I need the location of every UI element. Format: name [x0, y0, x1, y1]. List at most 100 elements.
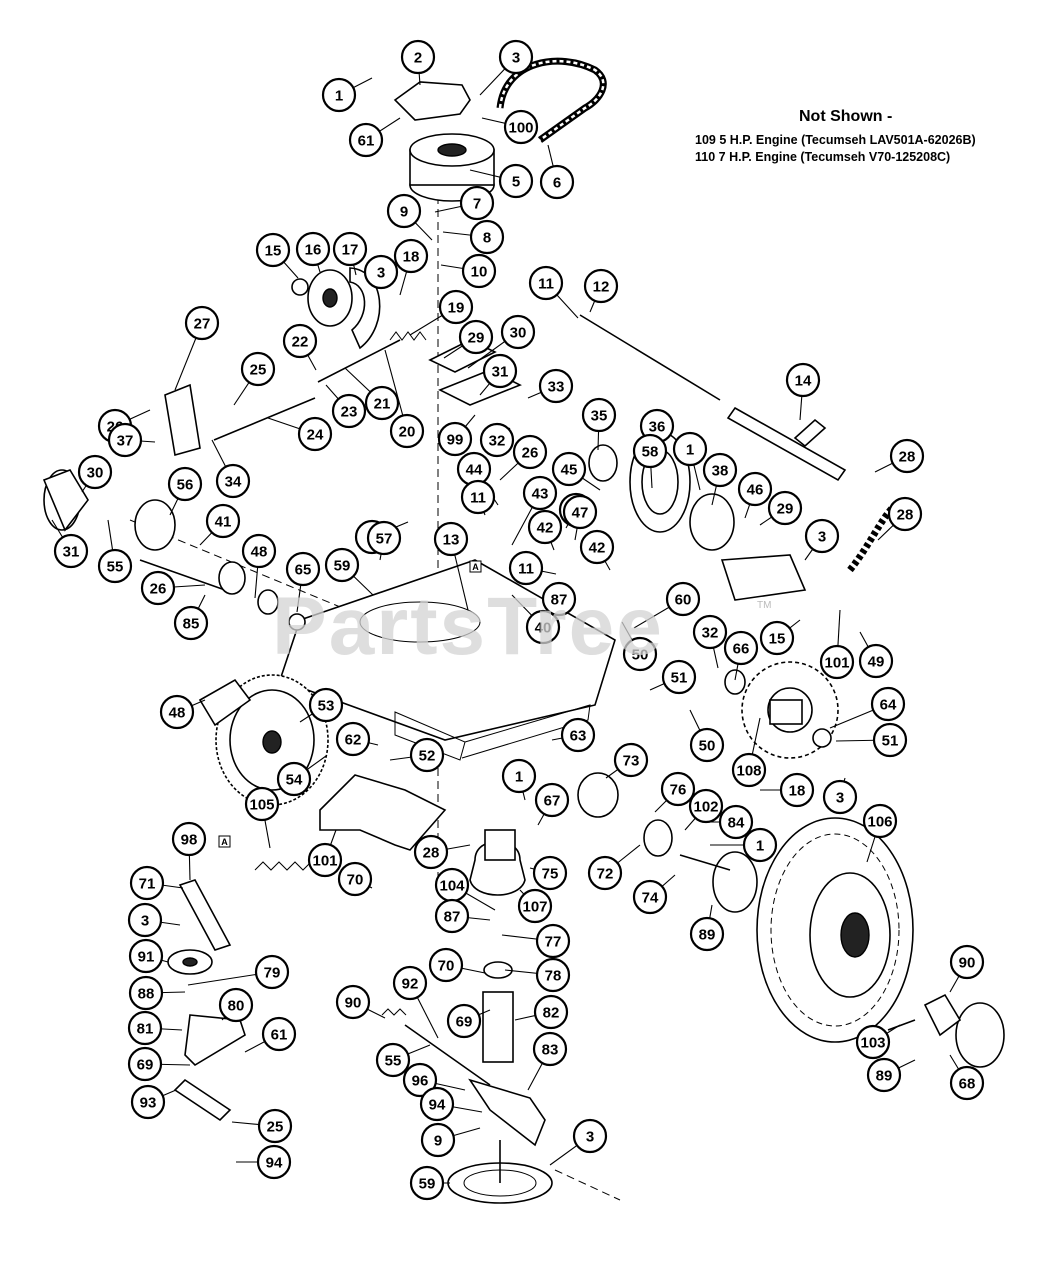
- callout-part-35: 35: [581, 397, 617, 451]
- callout-number: 68: [959, 1076, 976, 1093]
- callout-bubble: [517, 888, 553, 924]
- callout-part-98: 98: [171, 821, 207, 881]
- callout-part-25: 25: [233, 351, 276, 406]
- callout-bubble: [53, 533, 89, 569]
- callout-part-70: 70: [337, 861, 373, 897]
- callout-bubble: [127, 1010, 163, 1046]
- callout-number: 64: [880, 697, 897, 714]
- callout-number: 11: [538, 276, 554, 293]
- callout-number: 44: [466, 462, 483, 479]
- callout-part-48: 48: [159, 694, 206, 730]
- callout-number: 28: [899, 449, 916, 466]
- callout-bubble: [348, 122, 384, 158]
- callout-part-83: 83: [527, 1031, 568, 1091]
- callout-bubble: [460, 479, 496, 515]
- callout-bubble: [386, 193, 422, 229]
- callout-part-32: 32: [692, 614, 728, 669]
- callout-bubble: [184, 305, 220, 341]
- callout-part-68: 68: [949, 1054, 985, 1101]
- callout-number: 89: [876, 1068, 893, 1085]
- clutch-drum-part: [307, 267, 381, 350]
- callout-part-108: 108: [731, 717, 767, 788]
- callout-part-94: 94: [419, 1086, 483, 1122]
- callout-part-26: 26: [499, 434, 548, 481]
- callout-bubble: [503, 109, 539, 145]
- callout-bubble: [171, 821, 207, 857]
- callout-part-60: 60: [633, 581, 701, 629]
- callout-bubble: [107, 422, 143, 458]
- callout-bubble: [767, 490, 803, 526]
- callout-bubble: [130, 1084, 166, 1120]
- callout-bubble: [660, 771, 696, 807]
- callout-bubble: [469, 219, 505, 255]
- callout-number: 18: [789, 783, 806, 800]
- callout-number: 29: [777, 501, 794, 518]
- callout-bubble: [737, 471, 773, 507]
- callout-part-93: 93: [130, 1084, 177, 1120]
- callout-part-25: 25: [231, 1108, 293, 1144]
- callout-number: 101: [312, 853, 337, 870]
- callout-part-101: 101: [819, 609, 855, 680]
- callout-part-90: 90: [949, 944, 985, 993]
- callout-part-1: 1: [501, 758, 537, 801]
- callout-number: 1: [335, 88, 343, 105]
- callout-part-49: 49: [858, 631, 894, 679]
- callout-part-18: 18: [393, 238, 429, 296]
- callout-bubble: [866, 1057, 902, 1093]
- callout-number: 50: [699, 738, 716, 755]
- callout-bubble: [332, 231, 368, 267]
- callout-number: 61: [271, 1027, 288, 1044]
- callout-part-51: 51: [835, 722, 908, 758]
- callout-number: 51: [882, 733, 899, 750]
- callout-number: 11: [518, 561, 534, 578]
- callout-bubble: [97, 548, 133, 584]
- callout-number: 47: [572, 505, 589, 522]
- callout-bubble: [532, 1031, 568, 1067]
- callout-number: 3: [512, 50, 520, 67]
- callout-number: 88: [138, 986, 155, 1003]
- callout-number: 26: [150, 581, 167, 598]
- callout-part-52: 52: [389, 737, 445, 773]
- callout-part-100: 100: [481, 109, 539, 145]
- callout-bubble: [501, 758, 537, 794]
- callout-number: 9: [434, 1133, 442, 1150]
- svg-text:A: A: [221, 837, 228, 847]
- callout-part-57: 57: [366, 520, 402, 561]
- callout-part-101: 101: [307, 829, 343, 878]
- callout-bubble: [482, 353, 518, 389]
- callout-bubble: [632, 433, 668, 469]
- callout-number: 19: [448, 300, 465, 317]
- callout-part-71: 71: [129, 865, 184, 901]
- callout-bubble: [393, 238, 429, 274]
- callout-part-20: 20: [384, 349, 425, 449]
- callout-number: 35: [591, 408, 608, 425]
- callout-bubble: [428, 947, 464, 983]
- callout-part-12: 12: [583, 268, 619, 313]
- callout-number: 93: [140, 1095, 157, 1112]
- callout-number: 42: [589, 540, 606, 557]
- watermark: PartsTree: [272, 581, 664, 672]
- callout-bubble: [459, 185, 495, 221]
- callout-part-41: 41: [199, 503, 241, 546]
- callout-bubble: [331, 393, 367, 429]
- callout-number: 57: [376, 531, 393, 548]
- reference-marker-a: A: [218, 835, 231, 848]
- callout-part-1: 1: [672, 431, 708, 491]
- callout-part-88: 88: [128, 975, 186, 1011]
- callout-bubble: [433, 521, 469, 557]
- tire-98-part: [756, 817, 914, 1043]
- callout-bubble: [205, 503, 241, 539]
- callout-part-16: 16: [295, 231, 331, 273]
- callout-bubble: [127, 1046, 163, 1082]
- callout-bubble: [244, 786, 280, 822]
- callout-bubble: [613, 742, 649, 778]
- callout-part-58: 58: [632, 433, 668, 489]
- callout-number: 106: [867, 814, 892, 831]
- callout-part-74: 74: [632, 874, 676, 915]
- callout-part-11: 11: [508, 550, 557, 586]
- callout-bubble: [129, 865, 165, 901]
- callout-part-11: 11: [460, 479, 496, 516]
- callout-number: 96: [412, 1073, 429, 1090]
- callout-bubble: [413, 834, 449, 870]
